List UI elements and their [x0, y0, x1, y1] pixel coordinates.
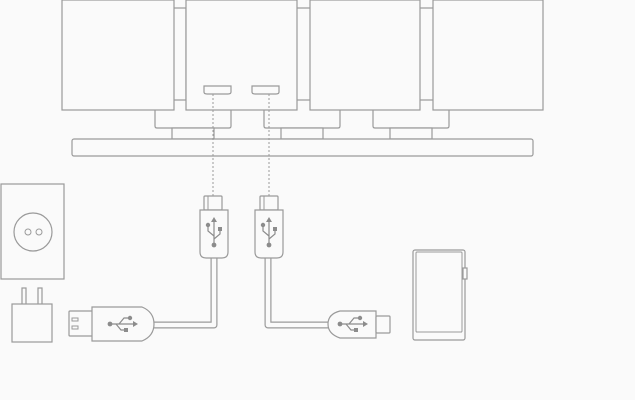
soundbar-base [71, 138, 534, 157]
speaker-stands [154, 110, 450, 140]
outlet-socket-icon [13, 212, 53, 252]
speaker-module-2 [185, 0, 298, 111]
player-side-button [462, 267, 468, 280]
usb-a-connector-left [68, 306, 155, 342]
speaker-module-4 [432, 0, 544, 111]
speaker-module-3 [309, 0, 421, 111]
portable-audio-player [412, 249, 468, 341]
speaker-module-1 [61, 0, 175, 111]
usb-c-connector-right [254, 195, 284, 259]
usb-c-port-right [251, 85, 280, 95]
cable-right [264, 254, 334, 329]
wall-outlet [0, 183, 65, 280]
cable-left [149, 254, 218, 329]
usb-power-adapter [11, 287, 53, 343]
usb-a-connector-right [327, 310, 391, 339]
usb-c-connector-left [199, 195, 229, 259]
usb-c-port-left [203, 85, 232, 95]
